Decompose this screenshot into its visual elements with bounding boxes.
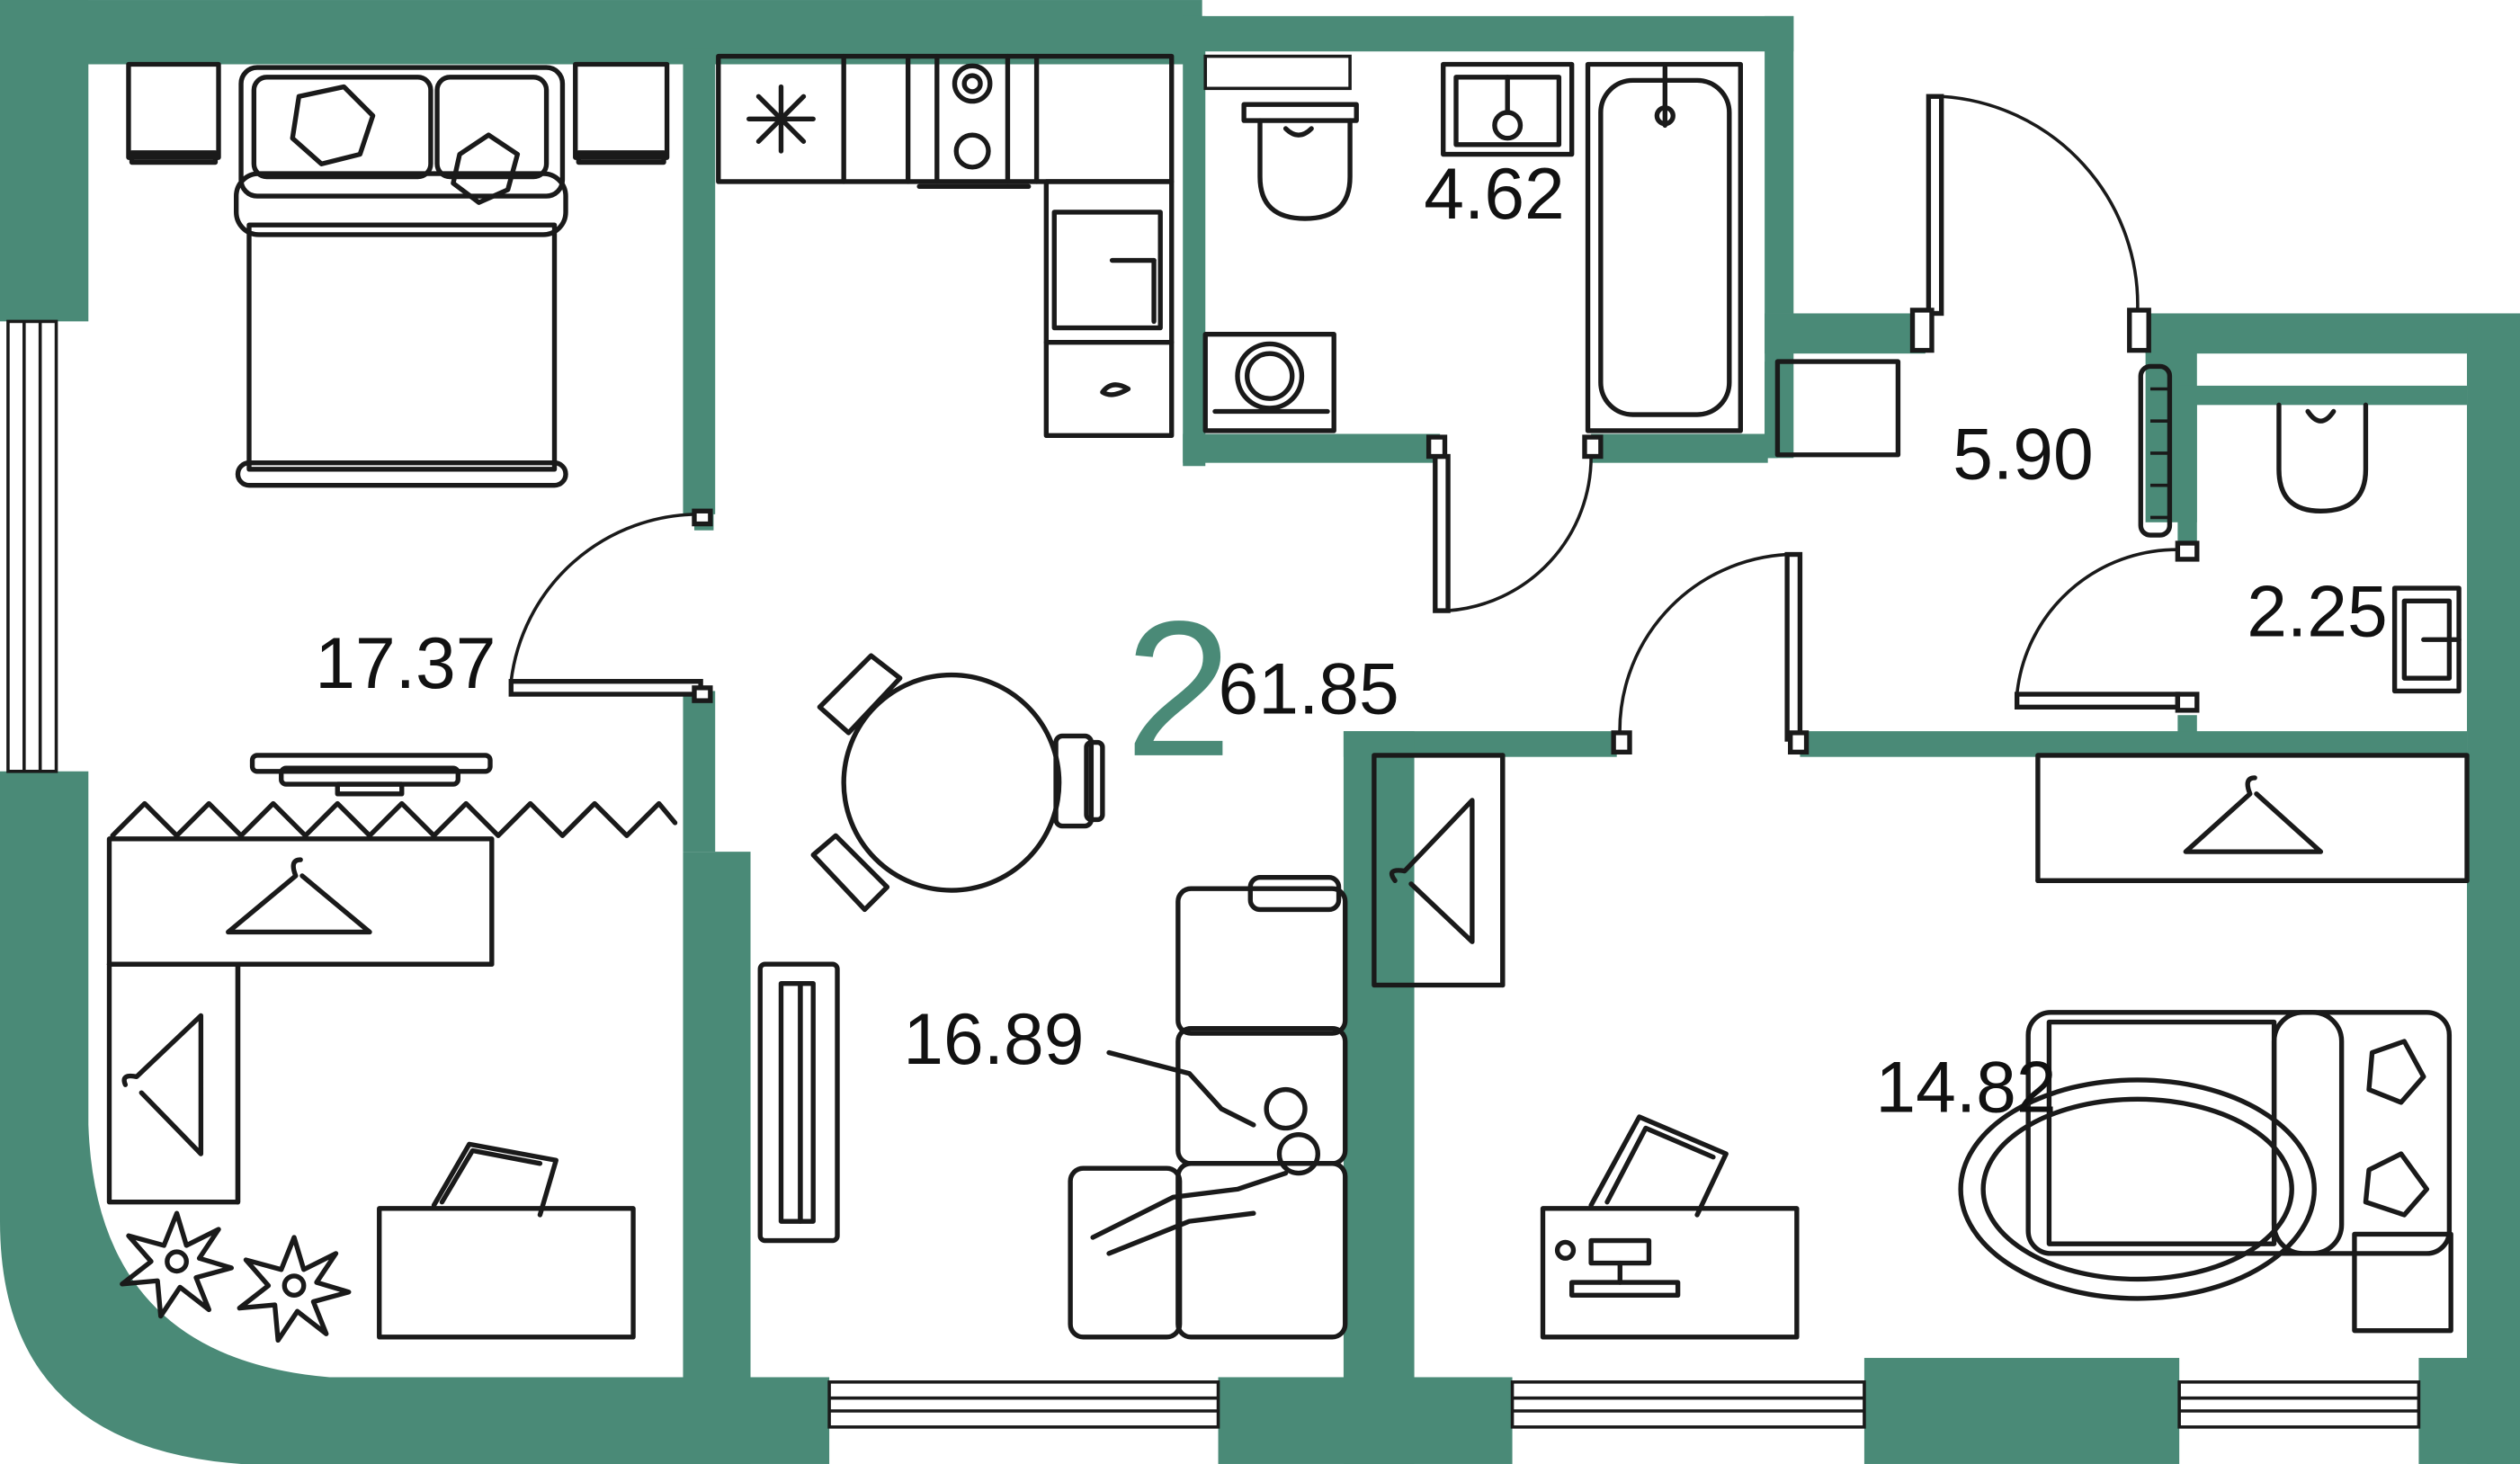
total-area: 61.85 [1219,648,1399,729]
toilet-furniture [2276,402,2462,694]
kitchen-furniture [716,53,1348,1340]
area-labels: 17.37 16.89 4.62 5.90 2.25 14.82 [315,154,2387,1129]
bedroom-furniture [106,61,678,1343]
windows [6,54,2421,1429]
area-bedroom: 17.37 [315,623,496,704]
area-second-bedroom: 14.82 [1875,1048,2056,1129]
area-hallway: 5.90 [1953,415,2094,495]
rooms-count: 2 [1125,582,1232,797]
second-bedroom-furniture [1372,753,2470,1340]
bathroom-furniture [1202,61,2173,538]
doors [508,94,2200,755]
area-kitchen-living: 16.89 [903,999,1084,1080]
area-bathroom: 4.62 [1424,154,1565,235]
area-toilet: 2.25 [2247,572,2388,653]
